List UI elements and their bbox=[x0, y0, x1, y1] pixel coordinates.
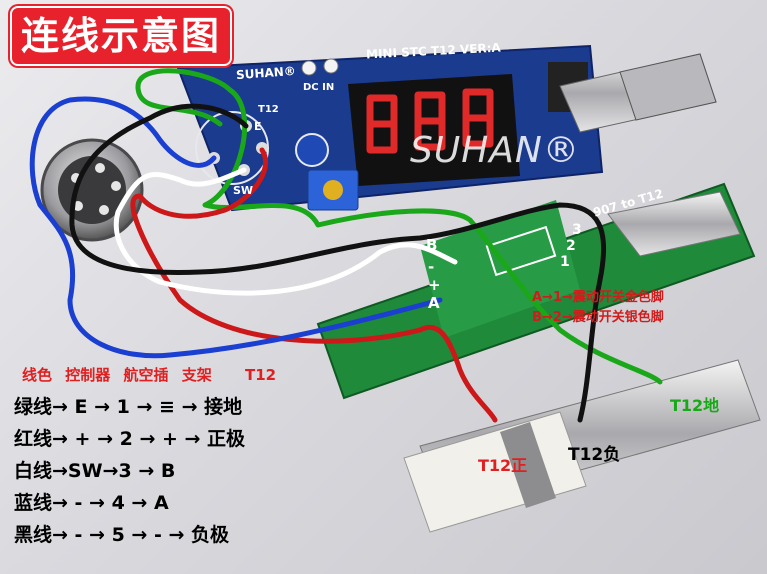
wire-white bbox=[113, 167, 458, 296]
adapter-pin-b: B bbox=[426, 236, 438, 254]
legend-header: 线色 控制器 航空插 支架 T12 bbox=[22, 364, 284, 385]
t12-tip bbox=[403, 359, 761, 533]
legend-header-t12: T12 bbox=[245, 366, 277, 384]
tip-positive-label: T12正 bbox=[478, 456, 528, 475]
tip-negative-label: T12负 bbox=[568, 445, 621, 465]
dc-in-text: DC IN bbox=[303, 82, 335, 93]
diagram-title: 连线示意图 bbox=[10, 6, 232, 66]
tip-ground-label: T12地 bbox=[670, 396, 720, 415]
legend-row-black: 黑线→ - → 5 → - → 负极 bbox=[14, 524, 229, 546]
legend-header-wire: 线色 bbox=[22, 366, 53, 384]
adapter-pin-1: 1 bbox=[560, 254, 570, 270]
legend-row-blue: 蓝线→ - → 4 → A bbox=[14, 492, 169, 514]
legend-header-controller: 控制器 bbox=[65, 366, 111, 384]
legend-header-stand: 支架 bbox=[181, 366, 212, 384]
wire-green bbox=[135, 68, 663, 385]
legend-row-green: 绿线→ E → 1 → ≡ → 接地 bbox=[14, 396, 243, 418]
wire-blue bbox=[29, 96, 443, 359]
adapter-pin-3: 3 bbox=[572, 222, 582, 238]
connector-e-text: E bbox=[254, 120, 262, 133]
connector-t12-text: T12 bbox=[258, 104, 279, 115]
adapter-pin-a: A bbox=[428, 294, 440, 312]
legend-row-red: 红线→ + → 2 → + → 正极 bbox=[14, 428, 246, 450]
rotary-encoder bbox=[548, 53, 717, 133]
brand-watermark: SUHAN® bbox=[410, 130, 580, 171]
wire-black bbox=[69, 103, 607, 423]
note-b: B→2→震动开关银色脚 bbox=[532, 310, 664, 325]
seven-segment-display bbox=[348, 74, 520, 186]
adapter-pin-minus: - bbox=[428, 258, 435, 276]
adapter-pin-2: 2 bbox=[566, 238, 576, 254]
legend-row-white: 白线→SW→3 → B bbox=[14, 460, 176, 482]
adapter-pin-plus: + bbox=[428, 276, 441, 294]
note-a: A→1→震动开关金色脚 bbox=[532, 290, 664, 305]
connector-sw-text: SW bbox=[233, 184, 254, 197]
legend-header-aviation-plug: 航空插 bbox=[123, 366, 169, 384]
wire-red bbox=[130, 147, 498, 423]
